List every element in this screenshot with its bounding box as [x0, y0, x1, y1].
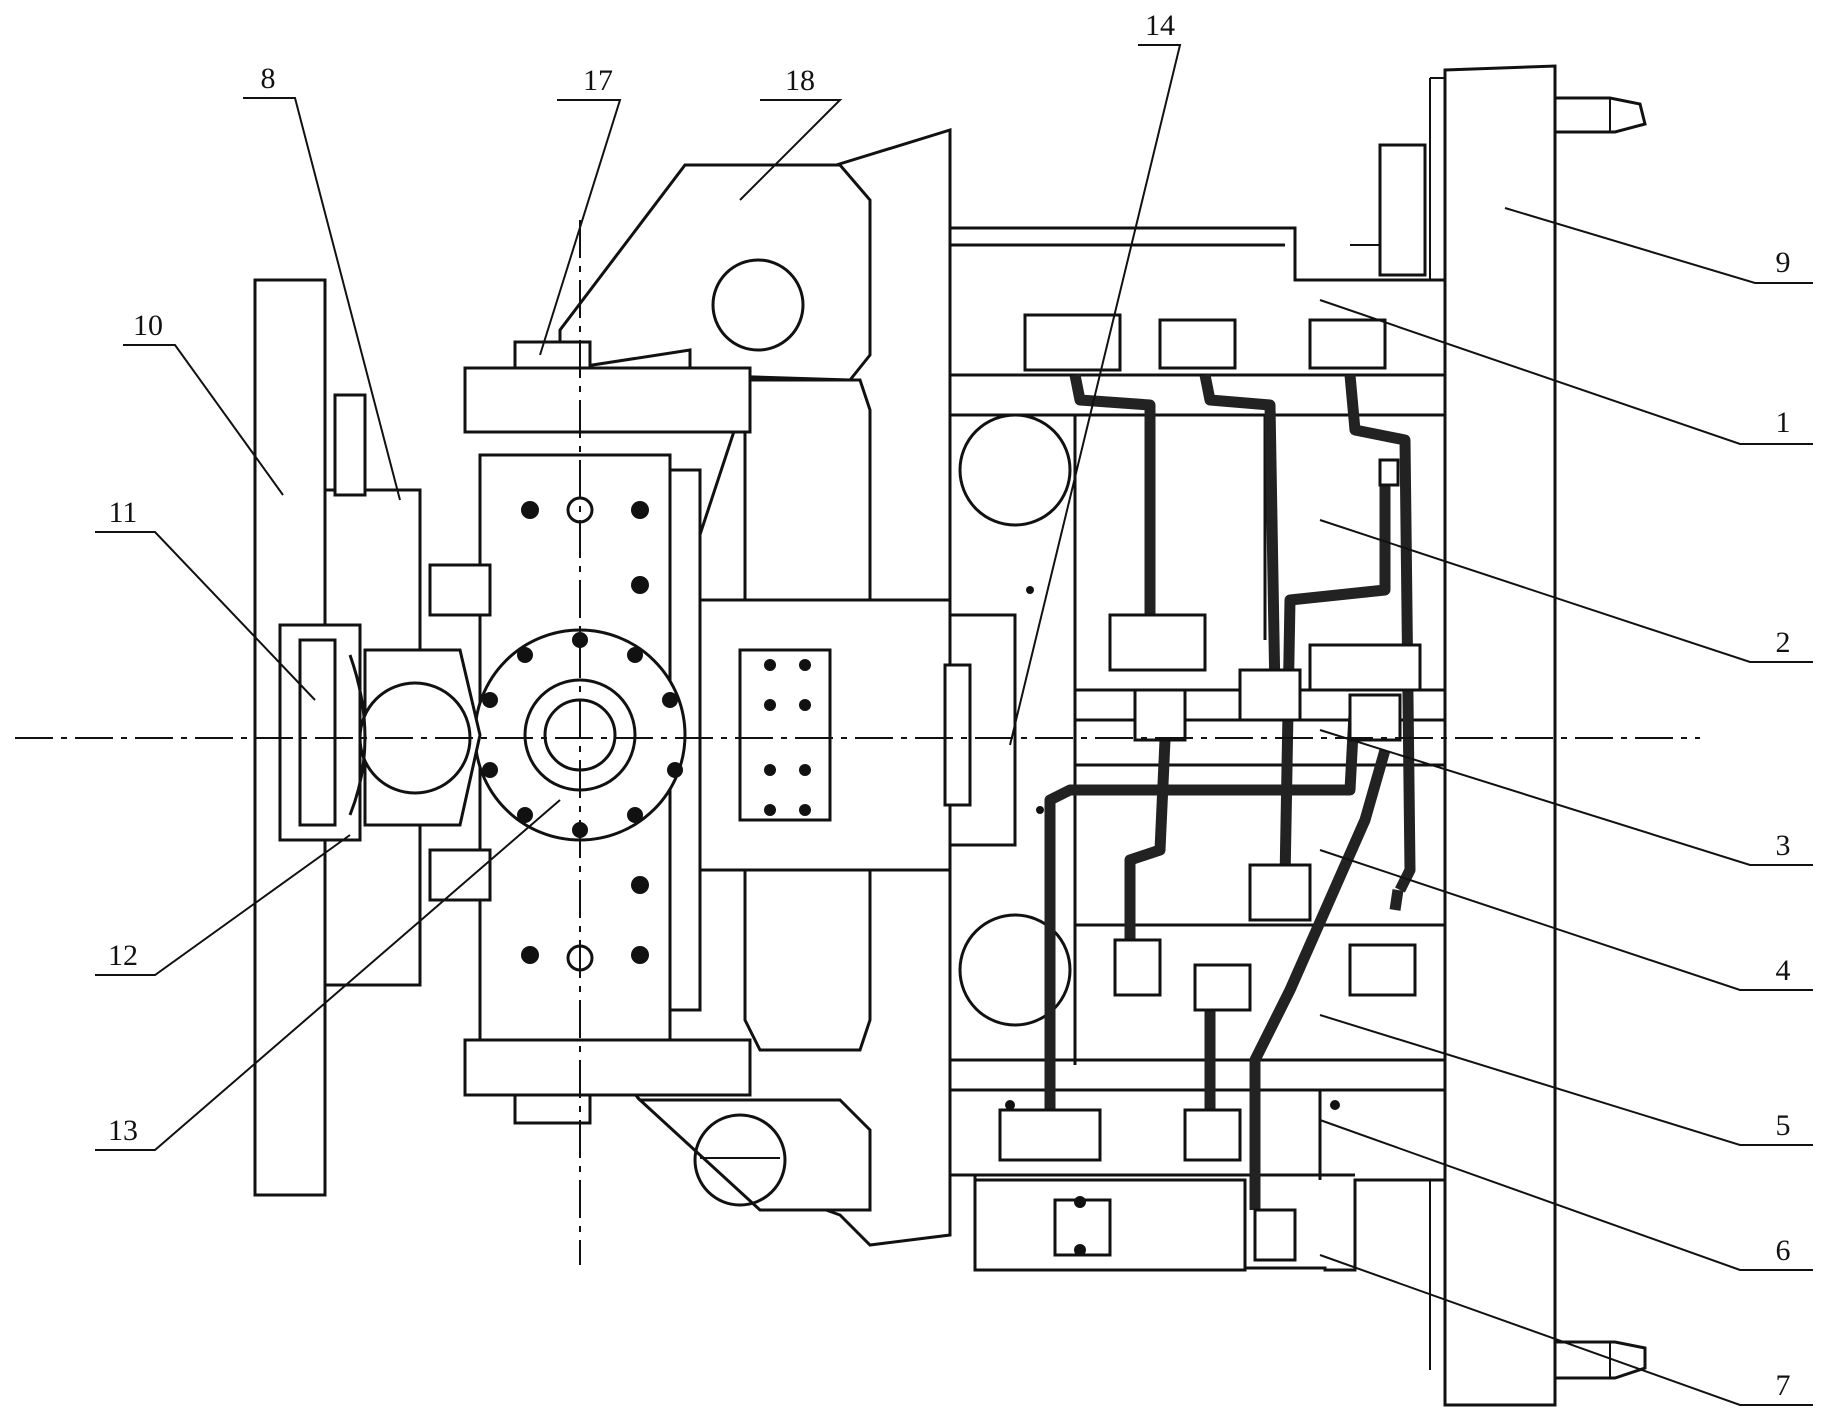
callout-1: 1 — [1776, 406, 1791, 439]
callout-4: 4 — [1776, 954, 1791, 987]
callout-2: 2 — [1776, 626, 1791, 659]
callout-17: 17 — [583, 64, 613, 97]
callout-6: 6 — [1776, 1234, 1791, 1267]
callout-5: 5 — [1776, 1109, 1791, 1142]
callout-13: 13 — [108, 1114, 138, 1147]
callout-18: 18 — [785, 64, 815, 97]
callout-12: 12 — [108, 939, 138, 972]
callout-3: 3 — [1776, 829, 1791, 862]
callout-10: 10 — [133, 309, 163, 342]
part-11-window — [280, 625, 365, 840]
callout-8: 8 — [261, 62, 276, 95]
callout-9: 9 — [1776, 246, 1791, 279]
callout-11: 11 — [109, 496, 138, 529]
callout-7: 7 — [1776, 1369, 1791, 1402]
part-14-connector — [945, 615, 1015, 845]
callout-14: 14 — [1145, 9, 1175, 42]
